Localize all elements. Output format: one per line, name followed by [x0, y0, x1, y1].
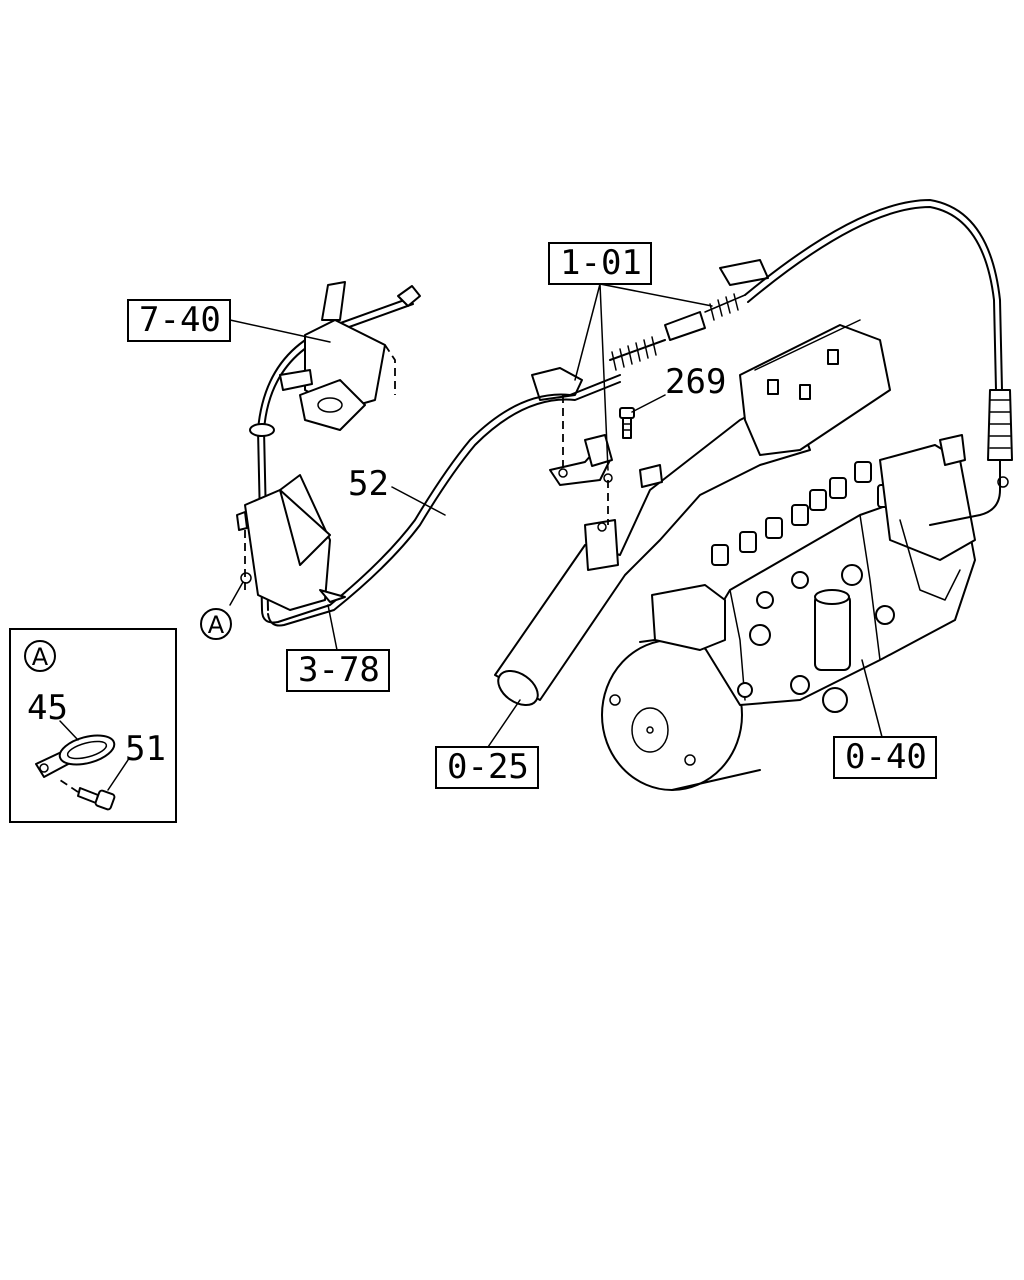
callout-1-01: 1-01 [548, 242, 652, 285]
bracket-7-40 [279, 281, 396, 431]
svg-text:3-78: 3-78 [298, 650, 380, 690]
intake-pipe [494, 319, 891, 707]
injection-pump-assembly [601, 434, 976, 791]
svg-text:1-01: 1-01 [560, 243, 642, 283]
callout-52: 52 [348, 464, 389, 504]
callout-0-25: 0-25 [435, 746, 539, 789]
svg-text:A: A [32, 643, 49, 671]
bracket-1-01 [531, 259, 769, 525]
svg-text:269: 269 [665, 362, 726, 402]
callout-0-40: 0-40 [833, 736, 937, 779]
bolt-269 [619, 407, 635, 439]
bolt-51 [59, 779, 116, 811]
detail-inset-a: A 45 51 [9, 628, 177, 823]
svg-text:A: A [208, 611, 225, 639]
callout-7-40: 7-40 [127, 299, 231, 342]
svg-text:0-40: 0-40 [845, 737, 927, 777]
clip-45 [35, 734, 116, 778]
callout-3-78: 3-78 [286, 649, 390, 692]
bracket-3-78 [236, 474, 346, 611]
accelerator-cable-52 [249, 199, 1013, 627]
svg-text:51: 51 [125, 729, 166, 769]
detail-marker-a: A [200, 608, 232, 640]
callout-269: 269 [665, 362, 726, 402]
svg-text:0-25: 0-25 [447, 747, 529, 787]
leader-lines [229, 283, 883, 748]
svg-text:7-40: 7-40 [139, 300, 221, 340]
svg-text:52: 52 [348, 464, 389, 504]
